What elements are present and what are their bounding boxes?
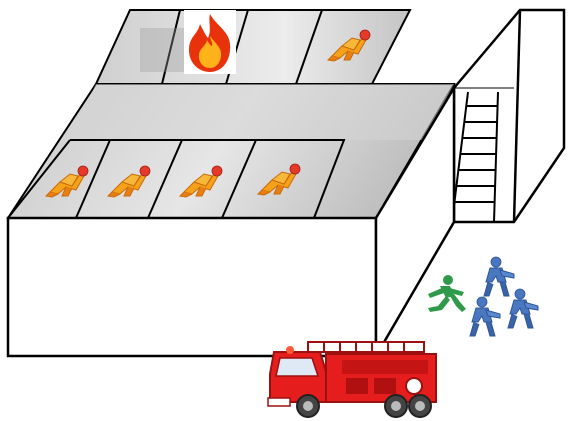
- rescuer-person-icon: [469, 296, 501, 337]
- rescuer-person-icon: [507, 288, 539, 329]
- fire-truck-icon: [267, 341, 437, 418]
- fire-icon: [184, 10, 236, 74]
- building-front: [6, 83, 514, 361]
- staircase-icon: [451, 91, 499, 223]
- running-person-icon: [428, 275, 466, 312]
- building-annex: [452, 8, 566, 224]
- rescuer-person-icon: [483, 256, 515, 297]
- roof-upper: [94, 9, 412, 85]
